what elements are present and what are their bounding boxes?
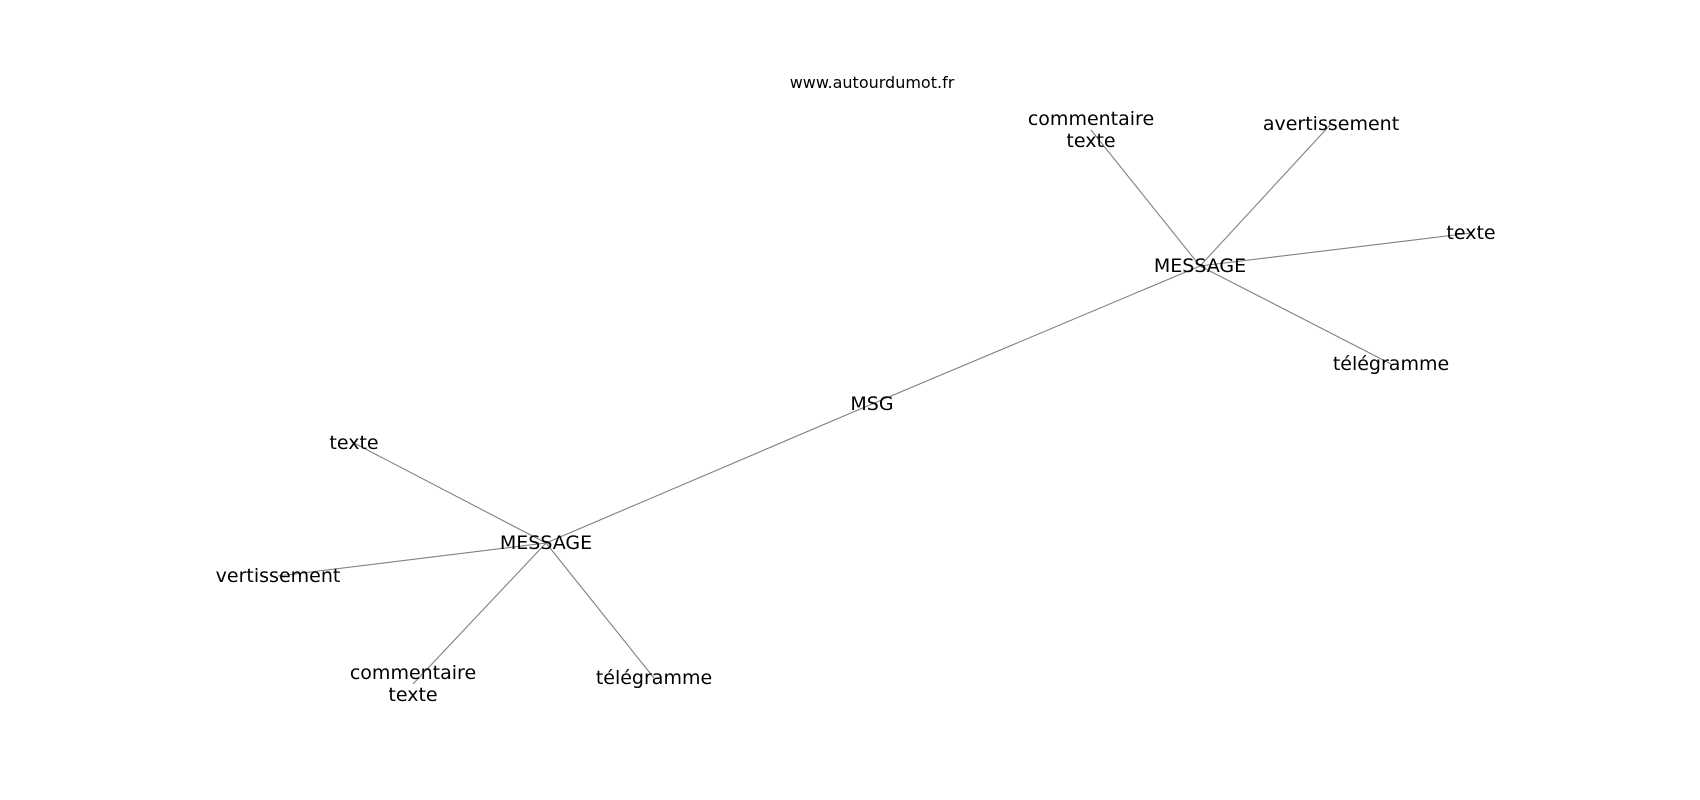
edge-message-bottom-to-telegramme-bottom: [545, 542, 655, 679]
node-label-line: texte: [329, 432, 378, 454]
node-label-avertissement-top: avertissement: [1263, 113, 1399, 135]
node-label-line: MESSAGE: [500, 532, 592, 554]
edge-message-top-to-commentaire-top: [1090, 129, 1201, 267]
node-label-line: vertissement: [216, 565, 341, 587]
node-label-line: MESSAGE: [1154, 255, 1246, 277]
node-label-texte-top: texte: [1446, 222, 1495, 244]
edge-message-top-to-texte-top: [1199, 232, 1472, 267]
edge-message-bottom-to-commentaire-bottom: [412, 542, 547, 685]
node-label-line: télégramme: [596, 667, 712, 689]
edge-message-top-to-telegramme-top: [1199, 265, 1392, 365]
node-label-line: commentaire: [1028, 108, 1154, 130]
node-label-line: texte: [1446, 222, 1495, 244]
node-label-message-top: MESSAGE: [1154, 255, 1246, 277]
edge-message-top-to-avertissement-top: [1199, 123, 1332, 267]
node-label-line: texte: [388, 684, 437, 706]
edge-msg-to-message-bottom: [545, 403, 873, 544]
edges-layer: [277, 123, 1472, 685]
node-label-line: avertissement: [1263, 113, 1399, 135]
edge-msg-to-message-top: [871, 265, 1201, 405]
edge-message-bottom-to-vertissement-bottom: [277, 542, 547, 577]
node-label-line: MSG: [850, 393, 893, 415]
node-label-texte-bottom: texte: [329, 432, 378, 454]
node-label-line: télégramme: [1333, 353, 1449, 375]
node-label-vertissement-bottom: vertissement: [216, 565, 341, 587]
node-label-telegramme-bottom: télégramme: [596, 667, 712, 689]
edge-message-bottom-to-texte-bottom: [353, 442, 547, 544]
node-label-line: texte: [1066, 130, 1115, 152]
node-label-telegramme-top: télégramme: [1333, 353, 1449, 375]
node-label-line: commentaire: [350, 662, 476, 684]
site-url-label: www.autourdumot.fr: [790, 73, 955, 92]
node-label-message-bottom: MESSAGE: [500, 532, 592, 554]
node-label-msg: MSG: [850, 393, 893, 415]
